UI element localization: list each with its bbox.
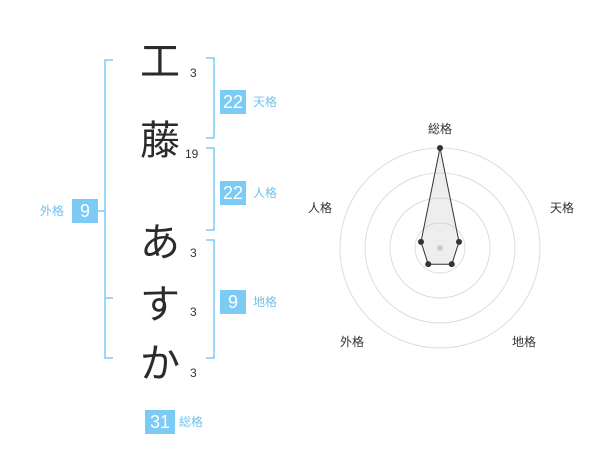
radar-label-gaikaku: 外格 — [340, 335, 365, 349]
gaikaku-label: 外格 — [40, 204, 65, 218]
tenkaku-value: 22 — [220, 90, 246, 114]
tenkaku-label: 天格 — [253, 95, 278, 109]
radar-label-soukaku: 総格 — [428, 122, 453, 136]
radar-point-1 — [456, 238, 463, 245]
radar-point-2 — [448, 261, 455, 268]
radar-polygon — [420, 147, 460, 265]
soukaku-label: 総格 — [179, 415, 204, 429]
radar-center — [437, 245, 443, 251]
chikaku-label: 地格 — [253, 295, 278, 309]
stroke-count-5: 3 — [190, 366, 197, 380]
soukaku-value: 31 — [145, 410, 175, 434]
radar-ring-1 — [414, 222, 466, 274]
gaikaku-bracket — [104, 59, 113, 359]
stroke-count-3: 3 — [190, 246, 197, 260]
tenkaku-bracket — [206, 57, 215, 139]
name-char-3: あ — [140, 220, 180, 266]
name-char-4: す — [140, 282, 180, 328]
jinkaku-value: 22 — [220, 181, 246, 205]
radar-point-0 — [437, 145, 443, 151]
radar-label-chikaku: 地格 — [512, 335, 537, 349]
radar-label-tenkaku: 天格 — [550, 201, 575, 215]
name-char-1: 工 — [140, 39, 180, 85]
radar-point-4 — [417, 238, 424, 245]
jinkaku-bracket — [206, 147, 215, 231]
radar-label-jinkaku: 人格 — [308, 201, 333, 215]
stroke-count-1: 3 — [190, 66, 197, 80]
chikaku-value: 9 — [220, 290, 246, 314]
name-char-2: 藤 — [140, 118, 180, 164]
chikaku-bracket — [206, 239, 215, 359]
stroke-count-4: 3 — [190, 305, 197, 319]
radar-ring-2 — [389, 197, 491, 299]
stroke-count-2: 19 — [185, 147, 199, 161]
jinkaku-label: 人格 — [253, 186, 278, 200]
name-char-5: か — [140, 341, 180, 387]
radar-ring-3 — [364, 172, 516, 324]
gaikaku-value: 9 — [72, 199, 98, 223]
radar-point-3 — [425, 261, 432, 268]
